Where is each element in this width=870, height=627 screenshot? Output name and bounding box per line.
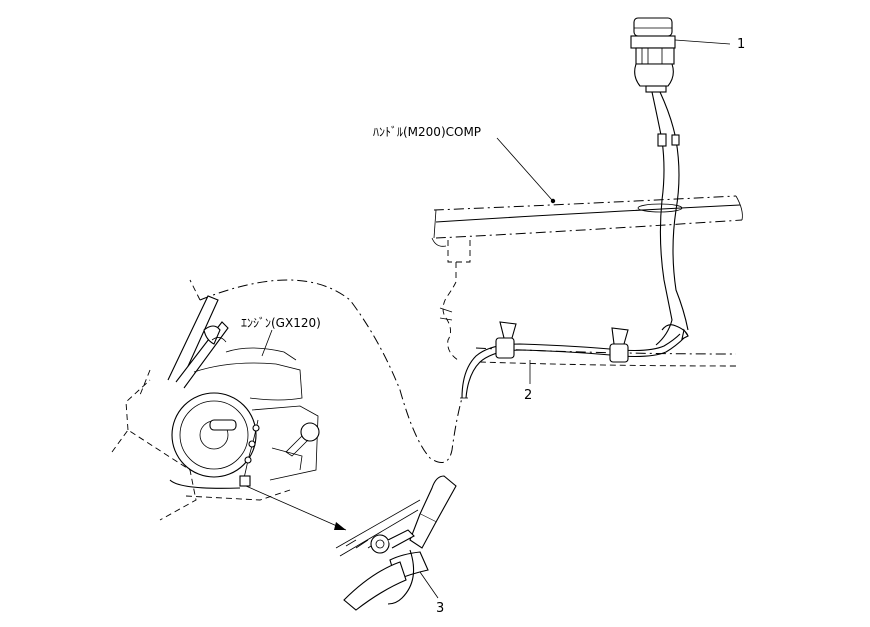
- detail-throttle-lever: [335, 475, 457, 611]
- stop-switch: [630, 17, 676, 93]
- wire-harness: [460, 321, 685, 399]
- callout-3: 3: [436, 601, 444, 616]
- callout-1: 1: [737, 37, 745, 52]
- detail-arrow: [245, 485, 347, 531]
- callout-2: 2: [524, 388, 532, 403]
- switch-wires: [637, 91, 689, 346]
- handle-label: ﾊﾝﾄﾞﾙ(M200)COMP: [373, 125, 481, 139]
- engine-label: ｴﾝｼﾞﾝ(GX120): [241, 316, 321, 330]
- engine: [111, 279, 320, 521]
- leader-dot: [550, 198, 556, 204]
- cable-route: [199, 279, 463, 463]
- handle-bar: [431, 195, 743, 367]
